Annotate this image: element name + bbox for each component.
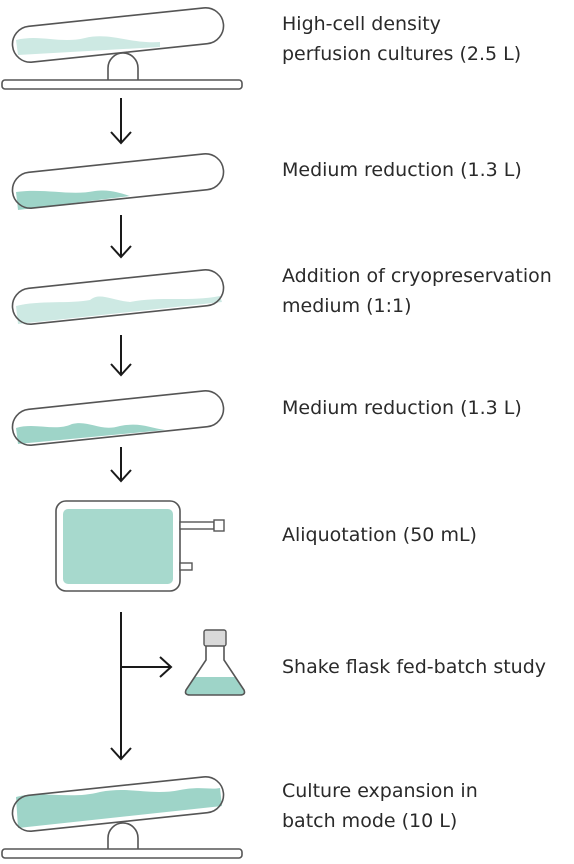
tube-outline	[11, 269, 225, 325]
step-6-label: Shake flask fed-batch study	[282, 652, 546, 682]
liquid-fill	[16, 423, 165, 444]
rocking-bioreactor-bag-icon	[1, 7, 243, 90]
tube-outline	[11, 153, 225, 209]
arrow-2	[110, 215, 132, 259]
rocker-platform	[1, 79, 243, 90]
port-tube	[179, 521, 215, 530]
liquid-fill	[16, 190, 130, 210]
step-5-line-1: Aliquotation (50 mL)	[282, 524, 477, 546]
flask-fill	[185, 677, 245, 695]
arrow-1	[110, 98, 132, 145]
arrow-4	[110, 447, 132, 483]
step-6-line-1: Shake flask fed-batch study	[282, 656, 547, 678]
arrow-3	[110, 335, 132, 377]
step-4-line-1: Medium reduction (1.3 L)	[282, 397, 522, 419]
rocker-platform	[1, 848, 243, 859]
step-2-line-1: Medium reduction (1.3 L)	[282, 159, 522, 181]
step-1-line-2: perfusion cultures (2.5 L)	[282, 43, 522, 65]
step-7-label: Culture expansion in batch mode (10 L)	[282, 776, 478, 836]
tilted-tube-icon	[11, 269, 225, 325]
tube-outline	[11, 776, 225, 832]
port-tube-short	[179, 562, 193, 571]
liquid-fill	[16, 788, 222, 828]
flask-outline	[184, 646, 246, 696]
step-4-label: Medium reduction (1.3 L)	[282, 393, 522, 423]
step-7-line-1: Culture expansion in	[282, 780, 478, 802]
step-1-line-1: High-cell density	[282, 13, 441, 35]
rocker-base	[107, 822, 139, 849]
liquid-fill	[16, 36, 160, 55]
tilted-tube-icon	[11, 390, 225, 446]
step-5-label: Aliquotation (50 mL)	[282, 520, 477, 550]
port-connector	[213, 519, 225, 532]
cryobag-icon	[55, 500, 225, 592]
bag-fill	[63, 509, 173, 584]
rocker-base	[107, 52, 139, 80]
liquid-fill	[16, 296, 222, 324]
shake-flask-icon	[184, 629, 246, 696]
step-3-label: Addition of cryopreservation medium (1:1…	[282, 261, 552, 321]
step-3-line-1: Addition of cryopreservation	[282, 265, 552, 287]
branch-arrow	[110, 612, 173, 761]
rocking-bioreactor-bag-icon	[1, 776, 243, 859]
tube-outline	[11, 390, 225, 446]
step-7-line-2: batch mode (10 L)	[282, 810, 458, 832]
step-1-label: High-cell density perfusion cultures (2.…	[282, 9, 521, 69]
flask-cap	[203, 629, 227, 647]
step-3-line-2: medium (1:1)	[282, 295, 412, 317]
step-2-label: Medium reduction (1.3 L)	[282, 155, 522, 185]
tilted-tube-icon	[11, 153, 225, 210]
